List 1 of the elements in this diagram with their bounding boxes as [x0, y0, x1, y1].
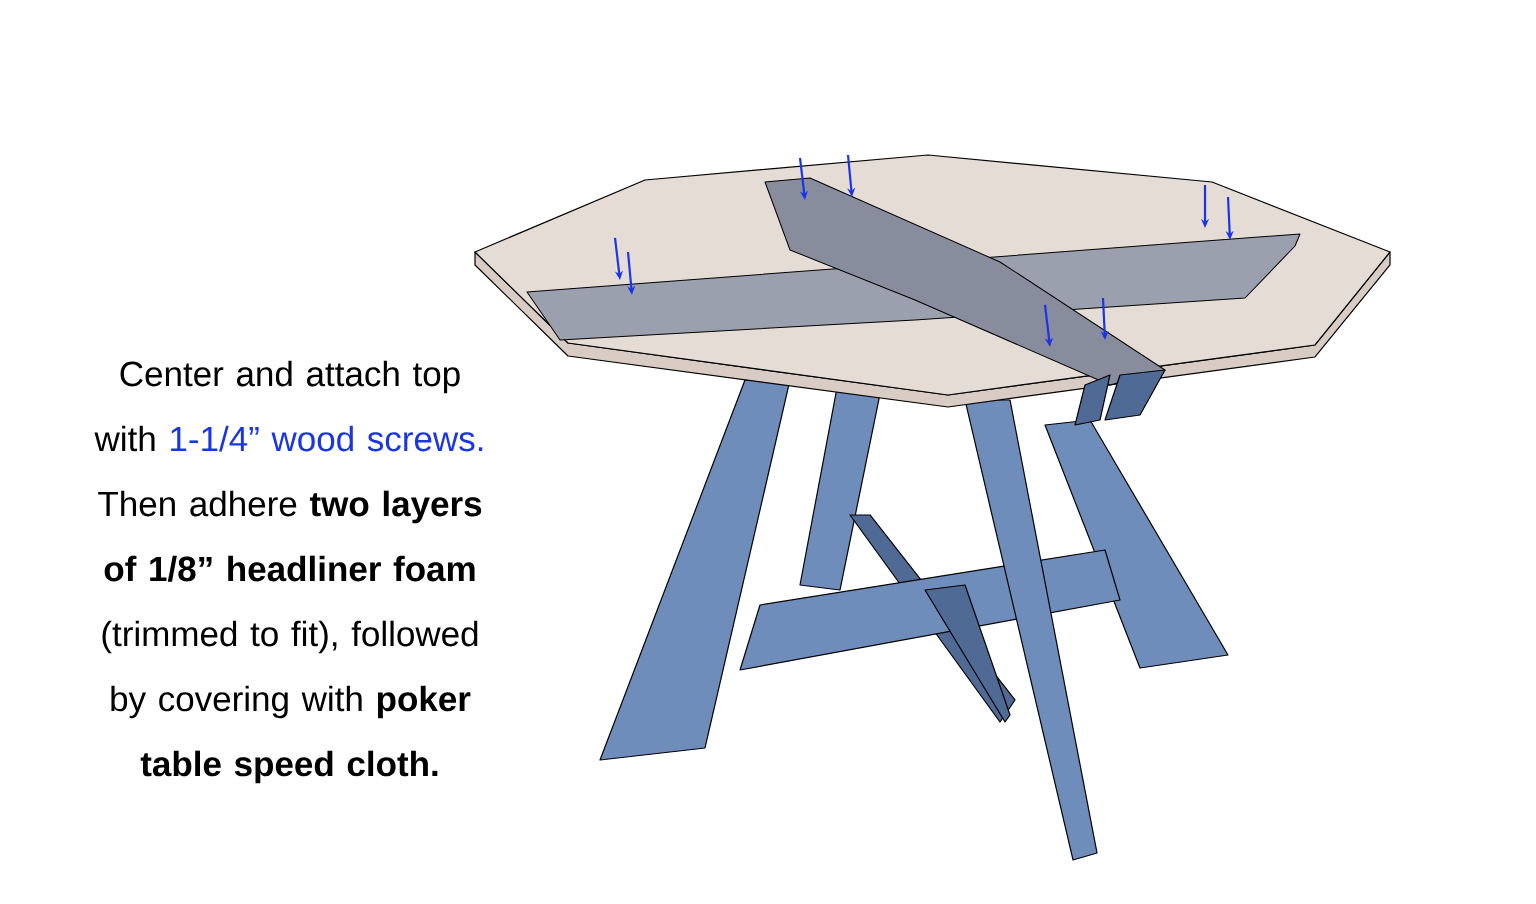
instruction-text: Center and attach top with 1-1/4” wood screws. Then adhere two layers of 1/8” headliner foam (trimmed to fit), followed by covering with poker table speed cloth. — [94, 360, 483, 784]
